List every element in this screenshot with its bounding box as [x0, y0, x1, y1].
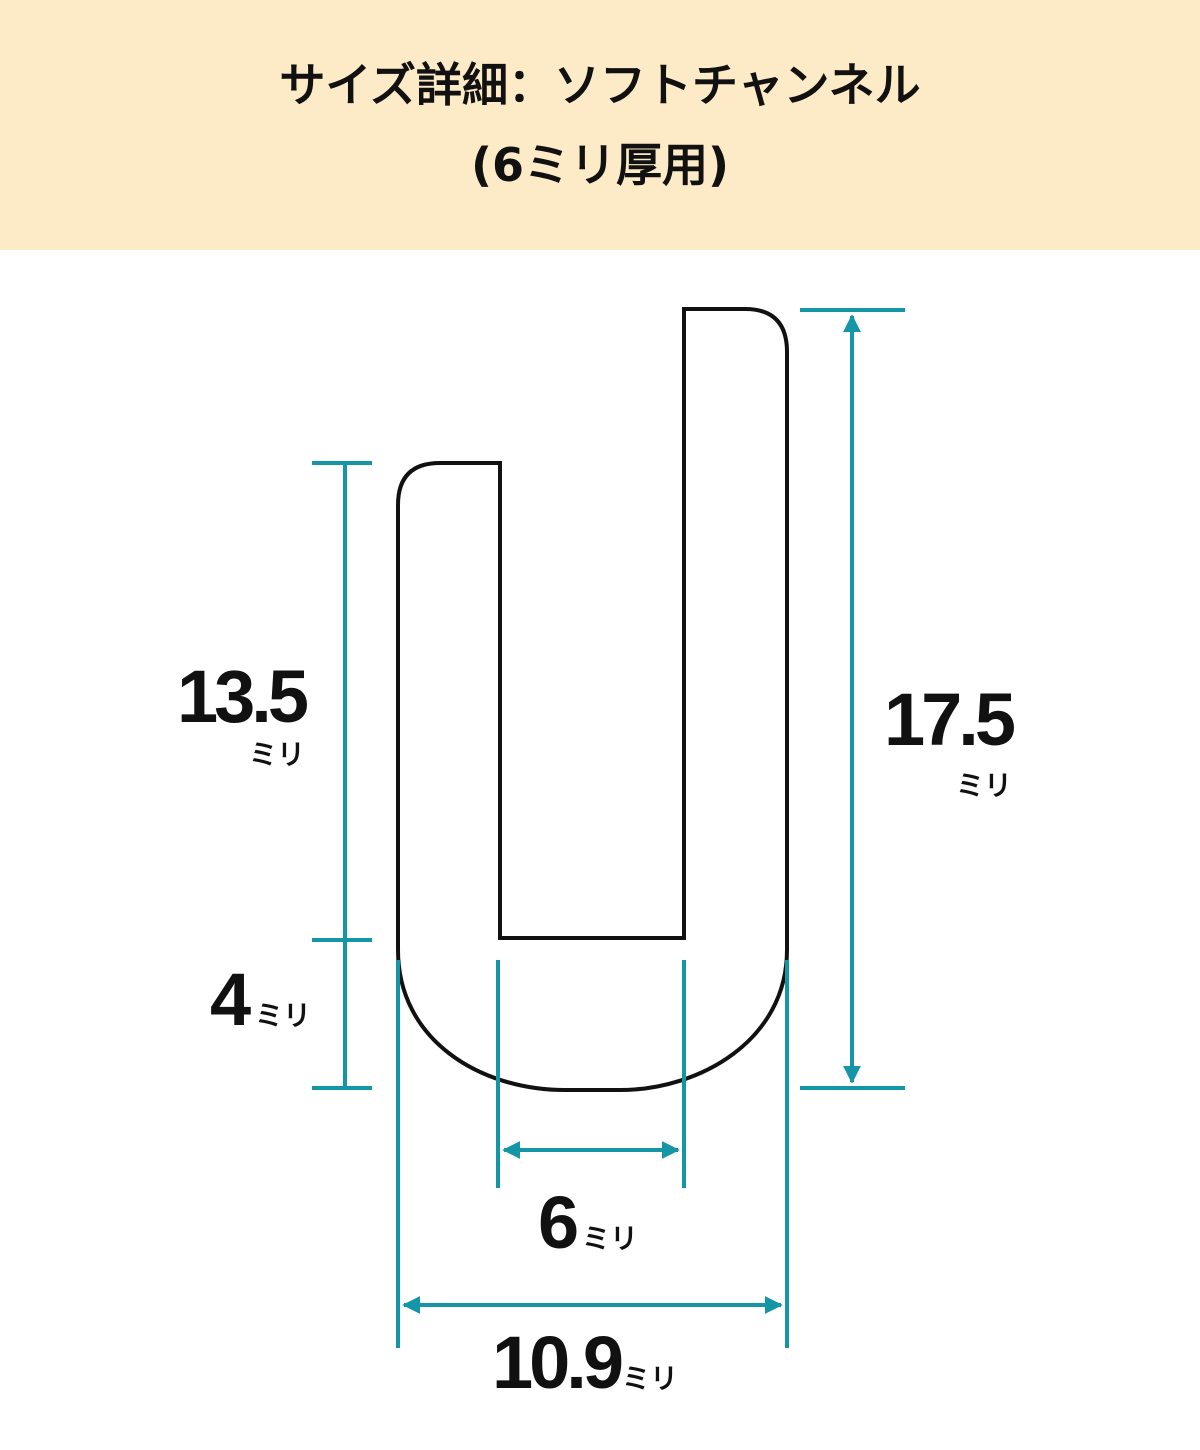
bottom-thickness-unit: ミリ [255, 999, 311, 1032]
total-height-value: 17.5 [884, 678, 1015, 761]
title-line-2: (6ミリ厚用) [470, 138, 730, 192]
bottom-thickness-value: 4 [210, 958, 251, 1041]
inner-width-unit: ミリ [582, 1222, 638, 1255]
channel-profile-outline [396, 307, 789, 1092]
title-line-1: サイズ詳細：ソフトチャンネル [279, 58, 921, 112]
inner-width-value: 6 [538, 1181, 577, 1264]
total-width-unit: ミリ [622, 1362, 678, 1395]
inner-height-value: 13.5 [177, 655, 308, 738]
inner-width-dimension [496, 960, 686, 1188]
total-height-unit: ミリ [956, 769, 1012, 802]
header-banner: サイズ詳細：ソフトチャンネル (6ミリ厚用) [0, 0, 1200, 250]
left-dimension-lines [312, 461, 372, 1090]
inner-height-unit: ミリ [249, 738, 305, 771]
total-width-dimension [396, 960, 789, 1348]
total-width-value: 10.9 [492, 1321, 622, 1404]
total-height-dimension [800, 308, 905, 1090]
